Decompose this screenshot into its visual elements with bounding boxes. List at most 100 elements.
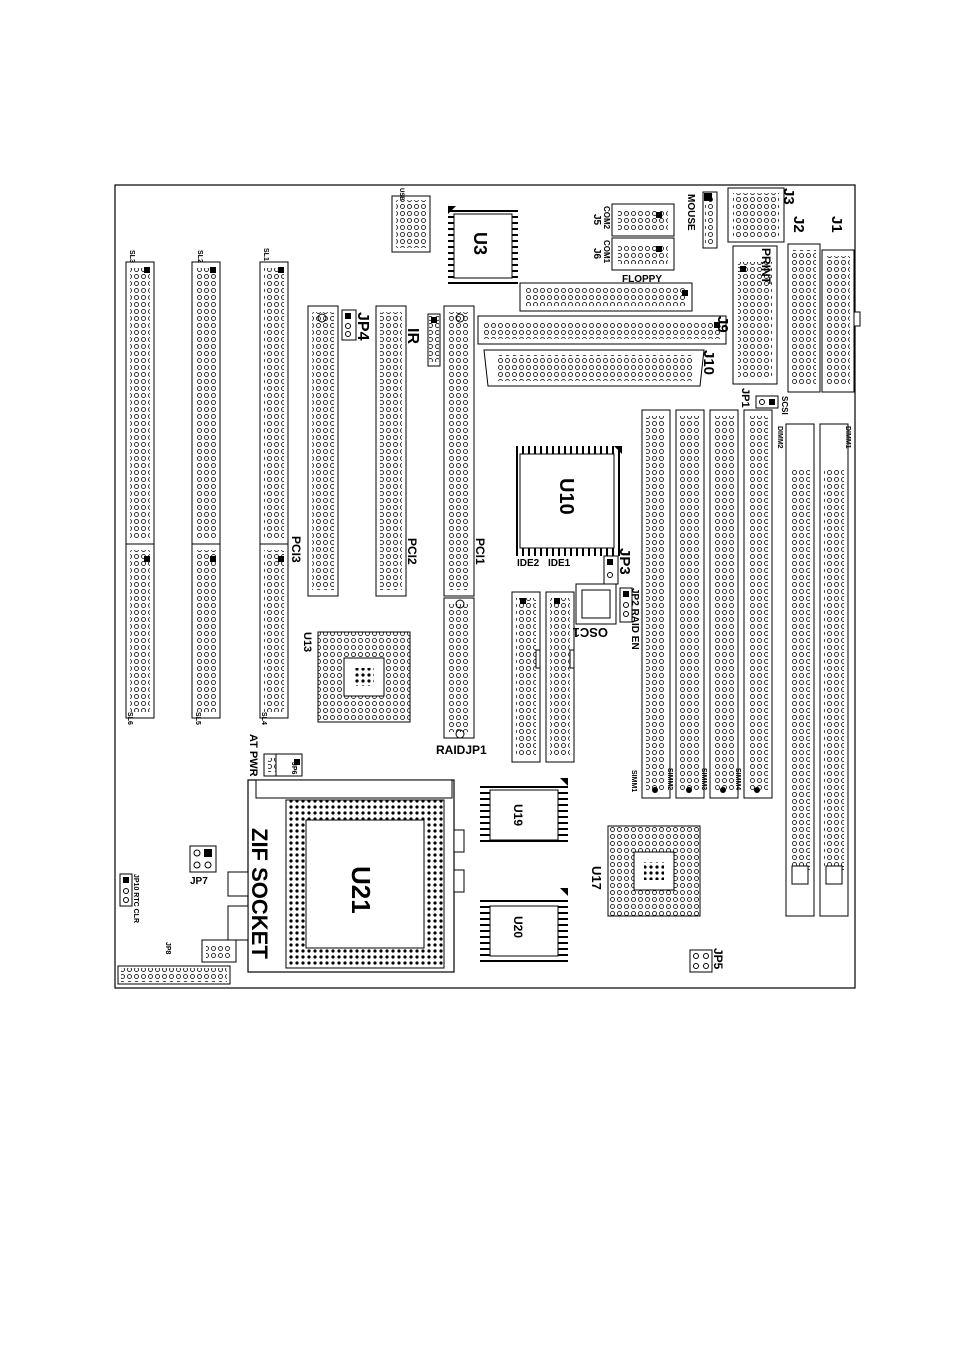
jumper-jp8 <box>201 939 237 963</box>
connector-floppy <box>519 282 693 312</box>
label-jp5: JP5 <box>711 948 725 970</box>
chip-u10 <box>512 446 622 556</box>
dimm-slot-dimm2 <box>785 423 815 917</box>
chip-u3 <box>448 206 518 284</box>
label-print: PRINT <box>759 248 773 285</box>
label-ide2: IDE2 <box>517 558 540 569</box>
pci-slot-pci3 <box>307 305 339 597</box>
label-j1: J1 <box>828 216 845 233</box>
label-u13: U13 <box>301 632 313 652</box>
label-sl3: SL3 <box>128 250 135 263</box>
label-floppy: FLOPPY <box>622 274 662 285</box>
label-u21: U21 <box>346 866 376 914</box>
connector-j10 <box>483 349 705 387</box>
label-at-pwr: AT PWR <box>247 734 259 777</box>
label-sl1: SL1 <box>262 248 269 261</box>
jumper-jp7 <box>189 845 217 873</box>
jumper-jp3 <box>603 555 619 585</box>
label-mouse: MOUSE <box>685 194 696 231</box>
cpu-zif-socket <box>227 779 465 973</box>
label-sl2: SL2 <box>196 250 203 263</box>
label-simm3: SIMM3 <box>700 768 707 790</box>
label-j3: J3 <box>780 188 797 205</box>
label-j5: J5 <box>591 214 602 226</box>
label-osc1: OSC1 <box>573 625 608 640</box>
label-simm2: SIMM2 <box>666 768 673 790</box>
label-pci3: PCI3 <box>289 536 303 563</box>
label-dimm2: DIMM2 <box>776 426 783 449</box>
connector-com2 <box>611 203 675 237</box>
label-jp10-rtc-clr: JP10 RTC CLR <box>132 874 139 923</box>
label-jp8: JP8 <box>164 942 171 955</box>
label-dimm1: DIMM1 <box>844 426 851 449</box>
label-usb: USB <box>398 188 404 201</box>
jumper-jp4 <box>341 309 357 341</box>
jumper-jp1 <box>755 395 779 409</box>
header-ir <box>427 313 441 367</box>
connector-usb <box>391 195 431 253</box>
jumper-jp5 <box>689 949 713 973</box>
label-sl6: SL6 <box>126 712 133 725</box>
label-u3: U3 <box>470 232 490 255</box>
simm-slot-simm2 <box>675 409 705 799</box>
connector-print <box>732 245 778 385</box>
label-jp1: JP1 <box>739 388 751 408</box>
label-jp3: JP3 <box>616 548 633 575</box>
label-u20: U20 <box>511 916 525 938</box>
isa-slot-sl4 <box>259 543 289 719</box>
dimm-slot-dimm1 <box>819 423 849 917</box>
front-panel-header <box>117 965 231 985</box>
label-raidjp1: RAIDJP1 <box>436 743 487 757</box>
label-sl4: SL4 <box>260 712 267 725</box>
label-com1: COM1 <box>602 240 611 264</box>
label-simm4: SIMM4 <box>734 768 741 790</box>
pci-slot-pci2 <box>375 305 407 597</box>
label-j9: J9 <box>714 316 731 333</box>
ide-connector-ide2 <box>511 591 541 763</box>
oscillator-osc1 <box>575 583 617 625</box>
connector-mouse <box>702 191 718 249</box>
label-jp7: JP7 <box>190 876 208 887</box>
simm-slot-simm1 <box>641 409 671 799</box>
raid-jp1-connector <box>443 597 475 739</box>
connector-j2 <box>787 243 821 393</box>
label-scsi: SCSI <box>780 396 789 415</box>
label-pci2: PCI2 <box>405 538 419 565</box>
label-u17: U17 <box>589 866 604 890</box>
connector-j9 <box>477 315 727 345</box>
label-com2: COM2 <box>602 206 611 230</box>
label-sl5: SL5 <box>194 712 201 725</box>
chip-u13 <box>317 631 411 723</box>
isa-slot-sl3 <box>125 261 155 545</box>
label-jp4: JP4 <box>354 312 371 341</box>
jumper-jp10-rtc-clear <box>119 873 133 907</box>
isa-slot-sl5 <box>191 543 221 719</box>
connector-j3 <box>727 187 785 243</box>
label-j2: J2 <box>790 216 807 233</box>
isa-slot-sl1 <box>259 261 289 545</box>
label-u10: U10 <box>555 478 577 515</box>
connector-j1 <box>821 249 861 393</box>
jumper-jp2 <box>619 587 633 623</box>
connector-com1 <box>611 237 675 271</box>
isa-slot-sl6 <box>125 543 155 719</box>
chip-u17 <box>607 825 701 917</box>
label-pci1: PCI1 <box>473 538 487 565</box>
label-j10: J10 <box>700 350 717 375</box>
chip-u19 <box>480 778 568 846</box>
ide-connector-ide1 <box>545 591 575 763</box>
label-ide1: IDE1 <box>548 558 571 569</box>
label-u19: U19 <box>511 804 525 826</box>
at-power-jumper-jp6 <box>263 753 303 777</box>
simm-slot-simm3 <box>709 409 739 799</box>
label-j6: J6 <box>591 248 602 260</box>
label-simm1: SIMM1 <box>630 770 637 792</box>
label-ir: IR <box>404 328 421 344</box>
label-jp6: JP6 <box>290 762 297 775</box>
label-jp2-raid-en: JP2 RAID EN <box>629 588 640 650</box>
chip-u20 <box>480 888 568 962</box>
pci-slot-pci1 <box>443 305 475 597</box>
isa-slot-sl2 <box>191 261 221 545</box>
label-zif-socket: ZIF SOCKET <box>247 828 272 959</box>
